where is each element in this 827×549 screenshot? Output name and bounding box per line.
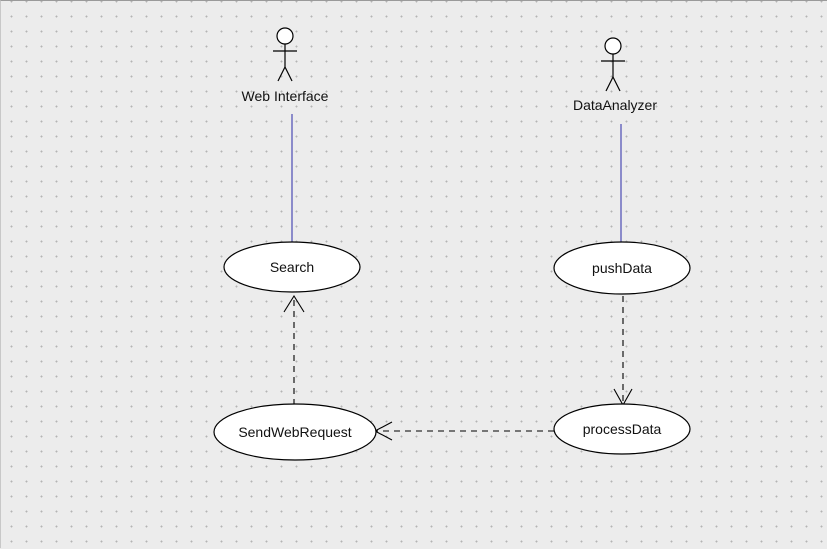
usecase-label: pushData	[592, 260, 652, 276]
actor-label: Web Interface	[242, 88, 329, 104]
usecase-search[interactable]: Search	[223, 241, 361, 293]
dependency-sendwebrequest-to-search[interactable]	[283, 294, 305, 405]
dependency-processdata-to-sendwebrequest[interactable]	[373, 421, 554, 441]
actor-stick-figure-icon	[601, 37, 625, 92]
usecase-label: SendWebRequest	[238, 424, 351, 440]
usecase-label: processData	[583, 421, 662, 437]
usecase-label: Search	[270, 259, 314, 275]
actor-web-interface[interactable]: Web Interface	[242, 27, 329, 104]
usecase-ellipse	[553, 241, 691, 295]
usecase-ellipse	[213, 403, 377, 461]
dependency-pushdata-to-processdata[interactable]	[613, 296, 633, 407]
usecase-ellipse	[553, 403, 691, 455]
usecase-ellipse	[223, 241, 361, 293]
actor-stick-figure-icon	[273, 27, 297, 82]
usecase-pushdata[interactable]: pushData	[553, 241, 691, 295]
actor-dataanalyzer[interactable]: DataAnalyzer	[573, 37, 657, 113]
actor-label: DataAnalyzer	[573, 97, 657, 113]
usecase-sendwebrequest[interactable]: SendWebRequest	[213, 403, 377, 461]
usecase-processdata[interactable]: processData	[553, 403, 691, 455]
